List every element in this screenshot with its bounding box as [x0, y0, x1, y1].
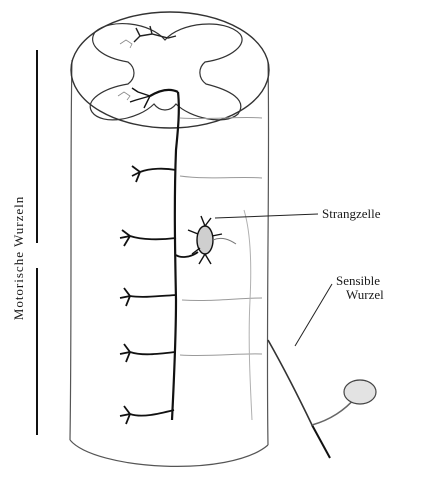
sensory-root: [268, 340, 376, 458]
collateral-fibres: [180, 117, 262, 420]
label-wurzel: Wurzel: [346, 288, 384, 302]
label-leader-lines: [215, 214, 332, 346]
label-sensible: Sensible: [336, 274, 380, 288]
label-strangzelle: Strangzelle: [322, 207, 380, 221]
strangzelle-cell: [188, 216, 236, 264]
motor-root-branches: [120, 166, 198, 424]
ventral-horn-neuron: [118, 88, 150, 108]
motor-axon: [150, 90, 179, 420]
label-motorische-wurzeln: Motorische Wurzeln: [12, 196, 26, 320]
